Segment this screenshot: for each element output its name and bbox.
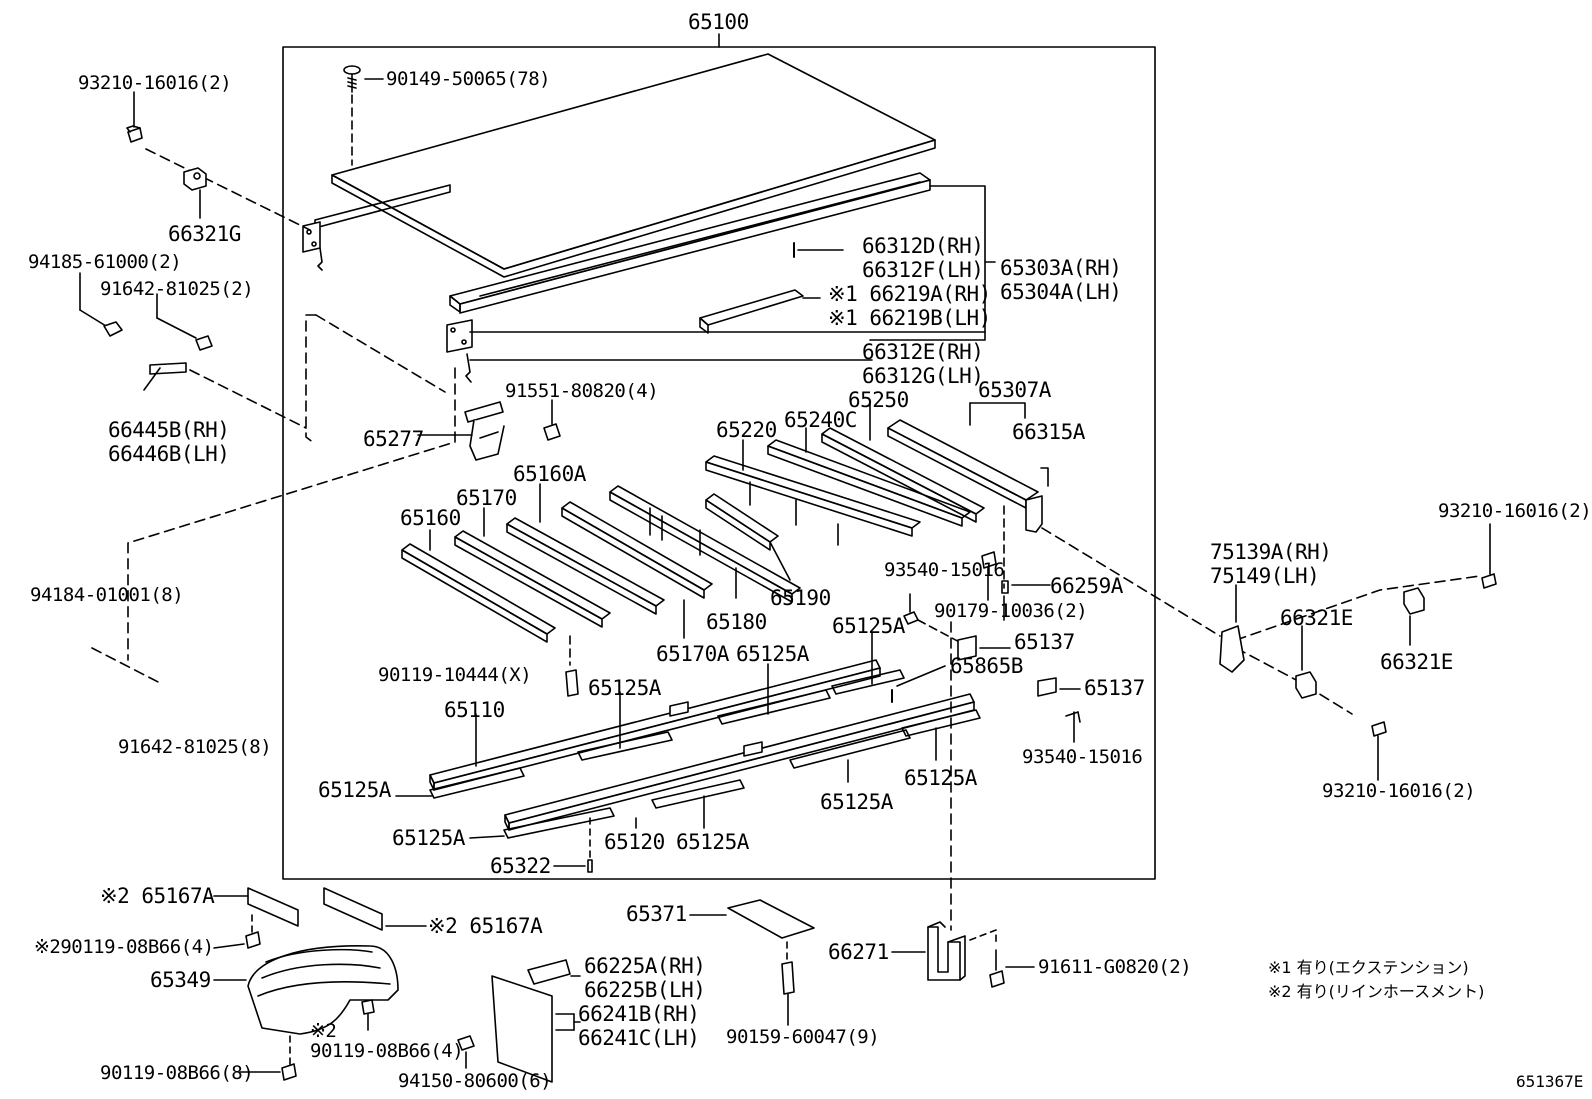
label-91551[interactable]: 91551-80820(4) (505, 380, 659, 402)
label-66225b[interactable]: 66225B(LH) (584, 978, 706, 1002)
label-65125a-4[interactable]: 65125A (318, 778, 391, 802)
label-66225a[interactable]: 66225A(RH) (584, 954, 706, 978)
label-66312f[interactable]: 66312F(LH) (862, 258, 984, 282)
label-65125a-6[interactable]: 65125A (820, 790, 893, 814)
label-65167a-2[interactable]: ※2 65167A (428, 914, 543, 938)
label-65250[interactable]: 65250 (848, 388, 909, 412)
label-65322[interactable]: 65322 (490, 854, 551, 878)
longitudinal-sills-drawing (429, 659, 981, 839)
label-91611[interactable]: 91611-G0820(2) (1038, 956, 1192, 978)
label-66315a[interactable]: 66315A (1012, 420, 1085, 444)
label-91642-top[interactable]: 91642-81025(2) (100, 278, 254, 300)
label-65125a-7[interactable]: 65125A (392, 826, 465, 850)
label-75149[interactable]: 75149(LH) (1210, 564, 1320, 588)
label-65120[interactable]: 65120 (604, 830, 665, 854)
label-65125a-8[interactable]: 65125A (676, 830, 749, 854)
label-65277[interactable]: 65277 (363, 427, 424, 451)
label-94185[interactable]: 94185-61000(2) (28, 251, 182, 273)
label-66312g[interactable]: 66312G(LH) (862, 364, 984, 388)
label-65371[interactable]: 65371 (626, 902, 687, 926)
label-65167a-1[interactable]: ※2 65167A (100, 884, 215, 908)
label-65307a[interactable]: 65307A (978, 378, 1051, 402)
label-65304a[interactable]: 65304A(LH) (1000, 280, 1122, 304)
label-93210-r1[interactable]: 93210-16016(2) (1438, 500, 1592, 522)
label-93210-r2[interactable]: 93210-16016(2) (1322, 780, 1476, 802)
label-65240c[interactable]: 65240C (784, 408, 857, 432)
label-65110[interactable]: 65110 (444, 698, 505, 722)
label-93540-a[interactable]: 93540-15016 (884, 559, 1005, 581)
nut-66321g-drawing (183, 167, 207, 191)
label-65125a-2[interactable]: 65125A (832, 614, 905, 638)
fender-65349-drawing (247, 945, 399, 1035)
floor-panel-drawing (331, 53, 936, 278)
label-65137-a[interactable]: 65137 (1014, 630, 1075, 654)
cross-members-drawing (401, 419, 1043, 643)
label-66241c[interactable]: 66241C(LH) (578, 1026, 700, 1050)
label-66312e[interactable]: 66312E(RH) (862, 340, 984, 364)
label-94184[interactable]: 94184-01001(8) (30, 584, 184, 606)
label-65125a-3[interactable]: 65125A (588, 676, 661, 700)
label-65180[interactable]: 65180 (706, 610, 767, 634)
label-75139a[interactable]: 75139A(RH) (1210, 540, 1332, 564)
label-65349[interactable]: 65349 (150, 968, 211, 992)
label-90119-08b66-b-mark: ※2 (310, 1020, 337, 1042)
label-90119-08b66-b[interactable]: 90119-08B66(4) (310, 1040, 464, 1062)
bracket-65277-drawing (417, 401, 505, 461)
screw-90149-drawing (343, 65, 384, 166)
label-65125a-5[interactable]: 65125A (904, 766, 977, 790)
assembly-number: 65100 (688, 10, 749, 34)
diagram-code: 651367E (1516, 1072, 1584, 1091)
label-66321e-a[interactable]: 66321E (1280, 606, 1353, 630)
label-94150[interactable]: 94150-80600(6) (398, 1070, 552, 1092)
footnote-2: ※2 有り(リインホースメント) (1268, 982, 1485, 1001)
label-90159[interactable]: 90159-60047(9) (726, 1026, 880, 1048)
bolt-93210-tl-drawing (126, 125, 143, 143)
label-91642-bot[interactable]: 91642-81025(8) (118, 736, 272, 758)
label-65303a[interactable]: 65303A(RH) (1000, 256, 1122, 280)
label-66219b[interactable]: ※1 66219B(LH) (828, 306, 991, 330)
label-66321e-b[interactable]: 66321E (1380, 650, 1453, 674)
label-66219a[interactable]: ※1 66219A(RH) (828, 282, 991, 306)
label-66259a[interactable]: 66259A (1050, 574, 1123, 598)
label-93540-b[interactable]: 93540-15016 (1022, 746, 1143, 768)
label-66321g[interactable]: 66321G (168, 222, 241, 246)
label-90149[interactable]: 90149-50065(78) (386, 68, 551, 90)
label-65125a-1[interactable]: 65125A (736, 642, 809, 666)
label-65190[interactable]: 65190 (770, 586, 831, 610)
label-90119-x[interactable]: 90119-10444(X) (378, 664, 532, 686)
label-93210-tl[interactable]: 93210-16016(2) (78, 72, 232, 94)
footnote-1: ※1 有り(エクステンション) (1268, 958, 1469, 977)
label-65137-b[interactable]: 65137 (1084, 676, 1145, 700)
label-65865b[interactable]: 65865B (950, 654, 1023, 678)
label-66312d[interactable]: 66312D(RH) (862, 234, 984, 258)
label-90119-08b66-a[interactable]: ※290119-08B66(4) (34, 936, 214, 958)
label-65170a[interactable]: 65170A (656, 642, 729, 666)
label-90119-08b66-8[interactable]: 90119-08B66(8) (100, 1062, 254, 1084)
stay-66271-drawing (927, 921, 966, 981)
label-65160a[interactable]: 65160A (513, 462, 586, 486)
label-66271[interactable]: 66271 (828, 940, 889, 964)
label-65220[interactable]: 65220 (716, 418, 777, 442)
label-90179[interactable]: 90179-10036(2) (934, 600, 1088, 622)
label-65160[interactable]: 65160 (400, 506, 461, 530)
label-65170[interactable]: 65170 (456, 486, 517, 510)
rear-rail-drawing (302, 172, 931, 383)
label-66445b[interactable]: 66445B(RH) (108, 418, 230, 442)
label-66241b[interactable]: 66241B(RH) (578, 1002, 700, 1026)
label-66446b[interactable]: 66446B(LH) (108, 442, 230, 466)
